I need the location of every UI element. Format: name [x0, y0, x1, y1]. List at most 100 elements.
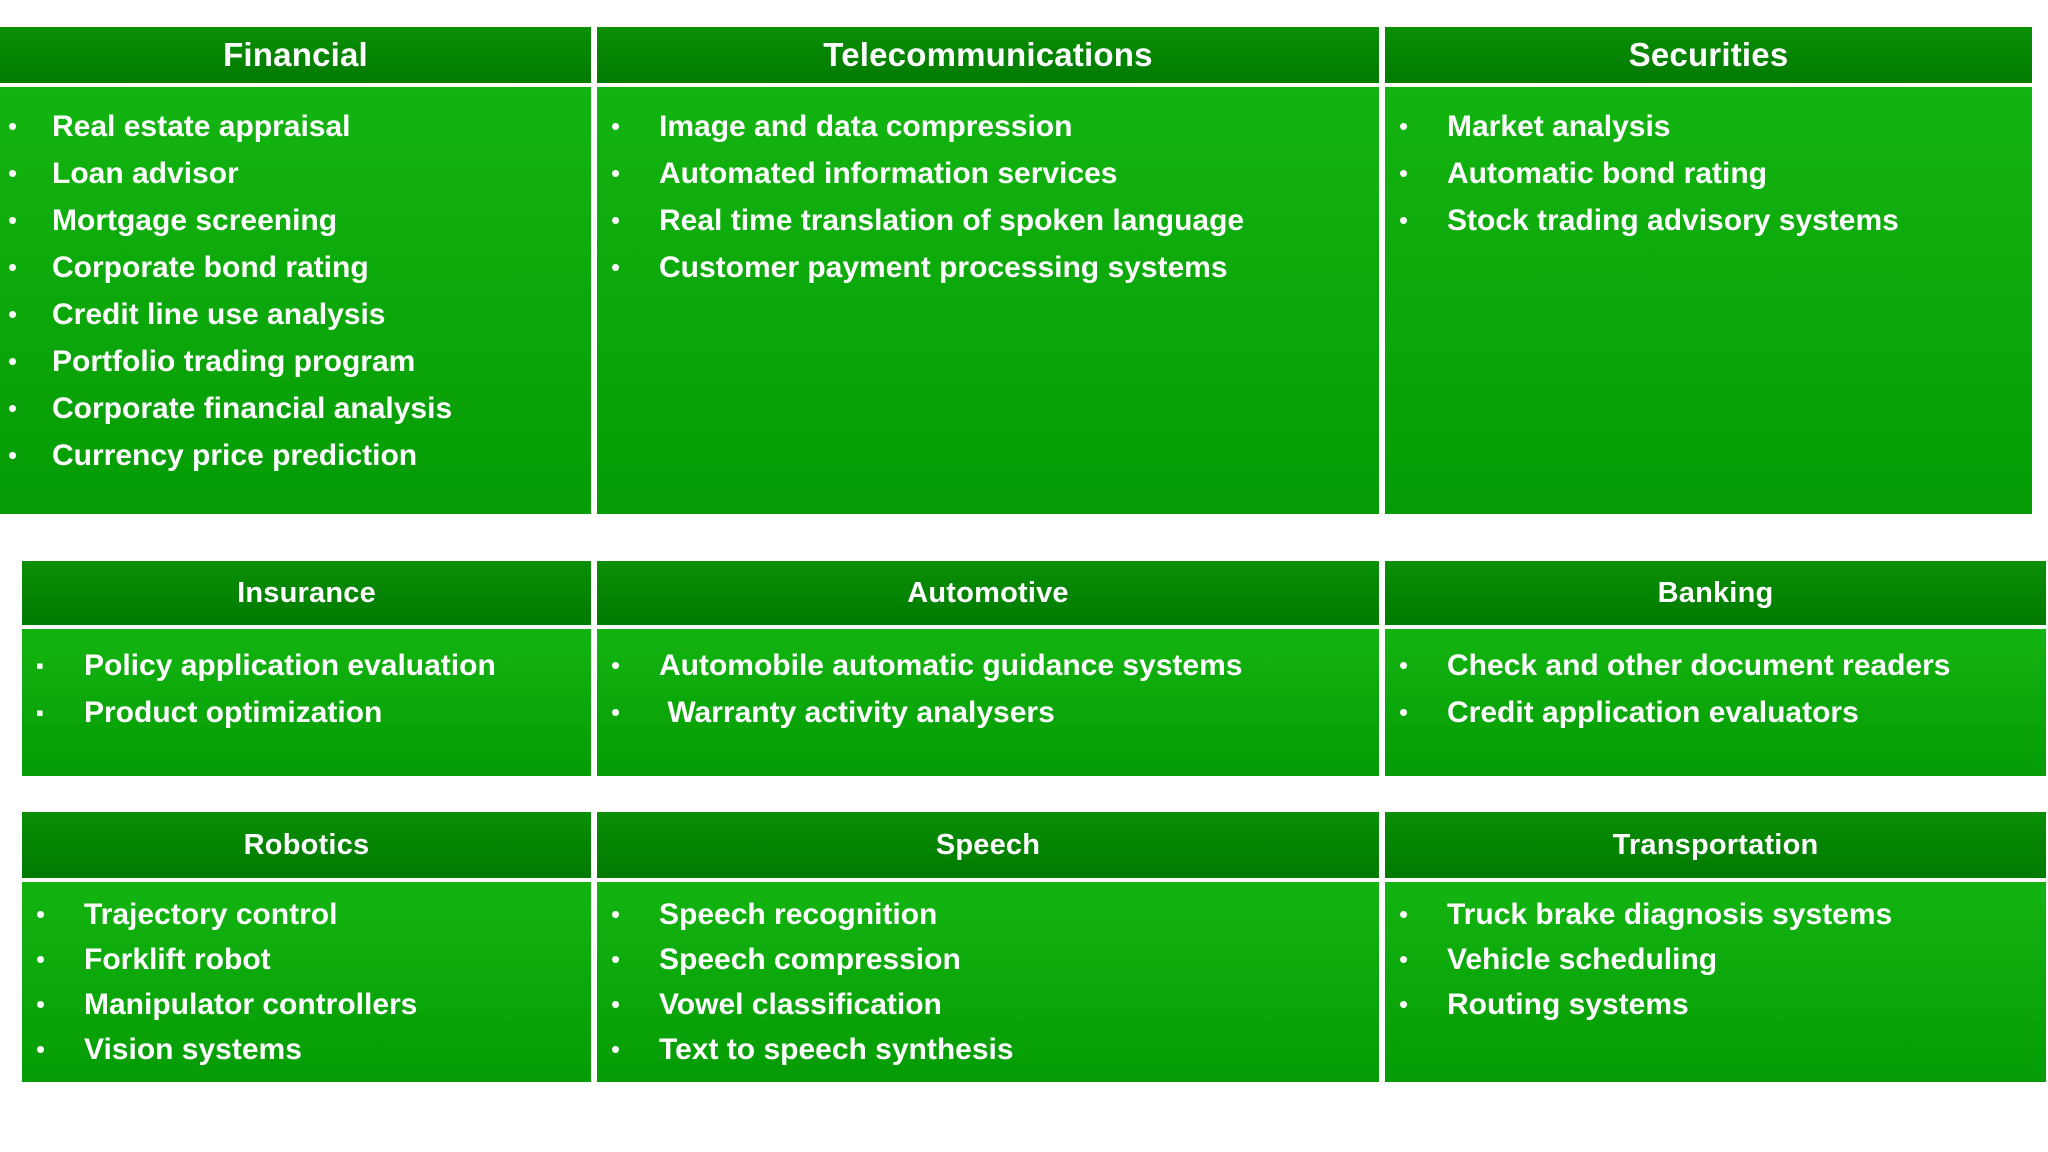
header-cell-financial: Financial [0, 27, 594, 83]
list-item: • Automatic bond rating [1399, 150, 2032, 197]
list-item: • Automobile automatic guidance systems [611, 642, 1379, 689]
list-item: • Speech recognition [611, 892, 1379, 937]
round-bullet-icon: • [611, 1034, 621, 1064]
table-row-3: Robotics Speech Transportation • Trajecto… [22, 812, 2046, 1082]
round-bullet-icon: • [1399, 697, 1409, 727]
round-bullet-icon: • [1399, 650, 1409, 680]
list-item: •Loan advisor [8, 150, 591, 197]
list-item-label: Manipulator controllers [84, 988, 418, 1021]
round-bullet-icon: • [8, 252, 18, 282]
body-row: ▪ Policy application evaluation ▪ Product o… [22, 625, 2046, 776]
bullet-list-robotics: • Trajectory control • Forklift robot • Manip… [22, 882, 591, 1072]
square-bullet-icon: ▪ [36, 653, 44, 678]
header-cell-speech: Speech [594, 812, 1382, 878]
header-cell-banking: Banking [1382, 561, 2046, 625]
list-item: •Automated information services [611, 150, 1379, 197]
list-item-label: Automatic bond rating [1447, 157, 1767, 190]
list-item-label: Check and other document readers [1447, 649, 1951, 682]
round-bullet-icon: • [8, 111, 18, 141]
list-item: •Credit application evaluators [1399, 689, 2046, 736]
body-cell-securities: •Market analysis•Automatic bond rating•S… [1382, 87, 2032, 514]
round-bullet-icon: • [611, 252, 621, 282]
round-bullet-icon: • [8, 440, 18, 470]
body-cell-speech: • Speech recognition • Speech compression • V… [594, 882, 1382, 1082]
bullet-list-banking: • Check and other document readers •Credit… [1385, 629, 2046, 736]
body-cell-transportation: • Truck brake diagnosis systems • Vehicle s… [1382, 882, 2046, 1082]
round-bullet-icon: • [611, 944, 621, 974]
column-title: Financial [223, 36, 368, 73]
column-title: Automotive [907, 576, 1069, 609]
list-item-label: Forklift robot [84, 943, 271, 976]
list-item: •Currency price prediction [8, 432, 591, 479]
bullet-list-insurance: ▪ Policy application evaluation ▪ Product o… [22, 629, 591, 736]
list-item-label: Speech compression [659, 943, 961, 976]
list-item: • Text to speech synthesis [611, 1027, 1379, 1072]
list-item: •Portfolio trading program [8, 338, 591, 385]
round-bullet-icon: • [611, 205, 621, 235]
body-cell-automotive: • Automobile automatic guidance systems• … [594, 629, 1382, 776]
column-title: Insurance [237, 576, 376, 609]
list-item-label: Trajectory control [84, 898, 338, 931]
list-item-label: Vehicle scheduling [1447, 943, 1718, 976]
square-bullet-icon: ▪ [36, 700, 44, 725]
list-item: • Real time translation of spoken languag… [611, 197, 1379, 244]
round-bullet-icon: • [611, 111, 621, 141]
round-bullet-icon: • [8, 205, 18, 235]
list-item-label: Speech recognition [659, 898, 938, 931]
list-item-label: Automated information services [659, 157, 1118, 190]
header-cell-telecommunications: Telecommunications [594, 27, 1382, 83]
header-cell-securities: Securities [1382, 27, 2032, 83]
column-title: Speech [935, 828, 1041, 861]
body-row: • Trajectory control • Forklift robot • Manip… [22, 878, 2046, 1082]
list-item-label: Real time translation of spoken language [659, 204, 1245, 237]
list-item: •Customer payment processing systems [611, 244, 1379, 291]
list-item: •Credit line use analysis [8, 291, 591, 338]
round-bullet-icon: • [36, 944, 46, 974]
list-item-label: Image and data compression [659, 110, 1073, 143]
round-bullet-icon: • [36, 989, 46, 1019]
list-item: • Check and other document readers [1399, 642, 2046, 689]
round-bullet-icon: • [1399, 111, 1409, 141]
column-title: Robotics [243, 828, 370, 861]
list-item: • Trajectory control [36, 892, 591, 937]
column-title: Telecommunications [823, 36, 1153, 73]
round-bullet-icon: • [1399, 944, 1409, 974]
table-row-1: Financial Telecommunications Securities … [0, 27, 2032, 514]
list-item: • Manipulator controllers [36, 982, 591, 1027]
header-cell-insurance: Insurance [22, 561, 594, 625]
list-item-label: Warranty activity analysers [659, 696, 1055, 729]
list-item-label: Policy application evaluation [84, 649, 496, 682]
list-item: •Corporate bond rating [8, 244, 591, 291]
round-bullet-icon: • [611, 989, 621, 1019]
round-bullet-icon: • [611, 899, 621, 929]
header-cell-transportation: Transportation [1382, 812, 2046, 878]
list-item-label: Text to speech synthesis [659, 1033, 1014, 1066]
round-bullet-icon: • [1399, 158, 1409, 188]
list-item-label: Truck brake diagnosis systems [1447, 898, 1893, 931]
table-row-2: Insurance Automotive Banking ▪ Policy app… [22, 561, 2046, 776]
list-item-label: Vision systems [84, 1033, 302, 1066]
list-item-label: Vowel classification [659, 988, 942, 1021]
list-item-label: Market analysis [1447, 110, 1671, 143]
list-item-label: Product optimization [84, 696, 383, 729]
list-item-label: Automobile automatic guidance systems [659, 649, 1243, 682]
list-item-label: Portfolio trading program [52, 345, 416, 378]
bullet-list-automotive: • Automobile automatic guidance systems• … [597, 629, 1379, 736]
list-item: •Corporate financial analysis [8, 385, 591, 432]
list-item-label: Routing systems [1447, 988, 1689, 1021]
bullet-list-transportation: • Truck brake diagnosis systems • Vehicle s… [1385, 882, 2046, 1027]
list-item-label: Loan advisor [52, 157, 239, 190]
list-item: ▪ Product optimization [36, 689, 591, 736]
round-bullet-icon: • [611, 650, 621, 680]
column-title: Banking [1657, 576, 1774, 609]
body-cell-insurance: ▪ Policy application evaluation ▪ Product o… [22, 629, 594, 776]
header-row: Insurance Automotive Banking [22, 561, 2046, 625]
header-cell-automotive: Automotive [594, 561, 1382, 625]
body-cell-banking: • Check and other document readers •Credit… [1382, 629, 2046, 776]
header-row: Robotics Speech Transportation [22, 812, 2046, 878]
column-title: Transportation [1612, 828, 1819, 861]
round-bullet-icon: • [36, 1034, 46, 1064]
list-item: •Mortgage screening [8, 197, 591, 244]
list-item: • Vehicle scheduling [1399, 937, 2046, 982]
round-bullet-icon: • [36, 899, 46, 929]
